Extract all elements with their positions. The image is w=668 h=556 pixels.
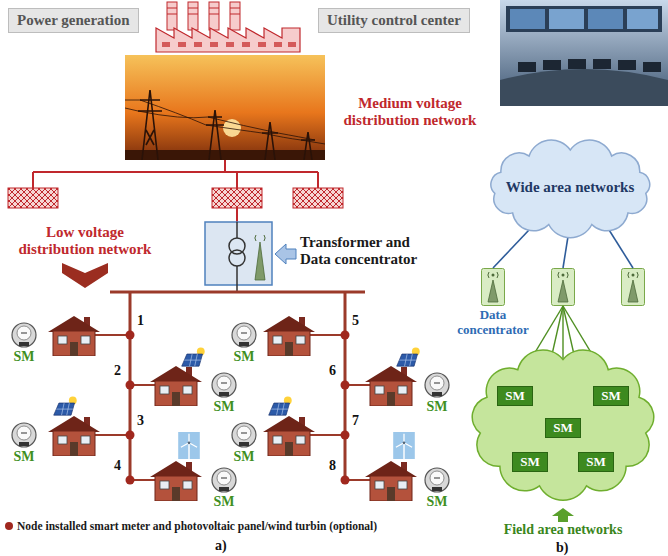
meter-label: SM [224,349,264,365]
control-room-photo [500,0,668,106]
node-number: 4 [114,458,121,474]
meter-label: SM [4,349,44,365]
network-label: Medium voltage distribution network [330,95,490,130]
network-label: Low voltage distribution network [15,224,155,259]
power-generation-box: Power generation [8,8,139,33]
component-label: Transformer and Data concentrator [300,234,435,269]
meter-label: SM [4,449,44,465]
panel-label: a) [215,538,227,554]
field-area-cloud: SMSMSMSMSMField area networks [460,340,666,508]
box-label: SM [553,421,573,436]
node-number: 1 [137,313,144,329]
node-number: 7 [352,413,359,429]
meter-label: SM [224,449,264,465]
cloud-shape [491,140,650,238]
legend-text: Node installed smart meter and photovolt… [17,520,377,532]
medium-voltage-wiring [8,160,343,222]
cloud-label: Wide area networks [506,179,635,196]
smart-meter-box: SM [512,452,548,473]
transformer-symbol [205,222,296,292]
node-number: 3 [137,413,144,429]
smart-meter-box: SM [497,386,533,407]
smart-meter-box: SM [578,452,614,473]
legend-row: Node installed smart meter and photovolt… [5,520,377,532]
box-label: SM [601,389,621,404]
node-number: 2 [114,363,121,379]
cloud-label: Field area networks [460,522,666,538]
component-label: Data concentrator [448,308,538,338]
meter-label: SM [417,399,457,415]
box-label: SM [520,455,540,470]
smart-meter-box: SM [545,418,581,439]
meter-label: SM [204,494,244,510]
power-plant [156,2,300,52]
node-number: 5 [352,313,359,329]
transmission-photo [125,55,325,160]
control-center-box: Utility control center [318,8,470,33]
panel-label: b) [556,540,568,556]
box-label: SM [505,389,525,404]
smart-meter-box: SM [593,386,629,407]
wide-area-cloud: Wide area networks [482,138,659,238]
low-voltage-feeders [95,292,370,485]
down-arrow [62,263,108,288]
up-arrow [552,508,574,522]
node-number: 6 [329,363,336,379]
box-label: Utility control center [327,12,461,29]
cloud-shape [472,350,654,500]
box-label: SM [586,455,606,470]
legend-swatch [5,522,13,530]
meter-label: SM [204,399,244,415]
box-label: Power generation [17,12,130,29]
concentrator-towers [482,269,645,306]
houses [12,316,449,501]
meter-label: SM [417,494,457,510]
node-number: 8 [329,458,336,474]
